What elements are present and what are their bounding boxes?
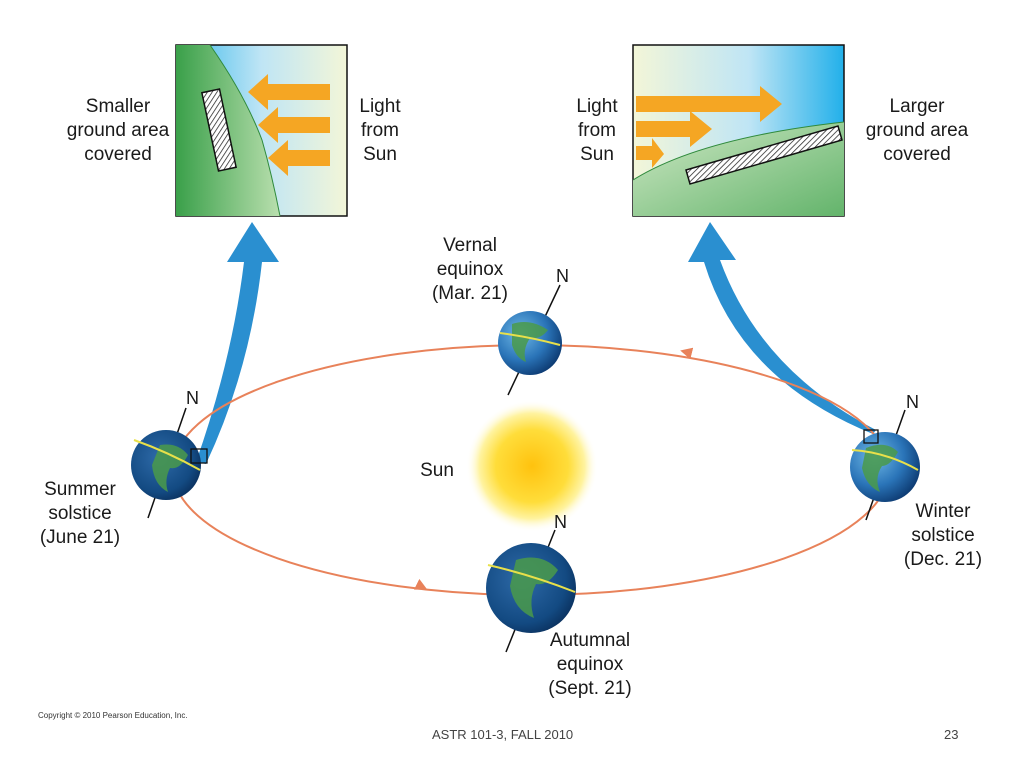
light-from-sun-label-left: Light from Sun [359,96,401,165]
autumnal-equinox-label: Autumnal equinox (Sept. 21) [548,630,632,699]
page-number: 23 [944,727,959,742]
vernal-equinox-label: Vernal equinox (Mar. 21) [431,235,509,304]
sun-label: Sun [420,460,454,481]
sunlight-arrows-right [636,86,782,168]
pointer-arrow-summer [196,222,279,464]
orbit-direction-arrow-bottom [413,578,428,590]
pointer-arrow-winter [688,222,876,434]
summer-solstice-label: Summer solstice (June 21) [39,479,121,548]
north-label-summer: N [186,388,199,408]
earth-vernal [498,284,562,396]
north-label-autumnal: N [554,512,567,532]
sun [466,400,598,532]
earth-winter [850,409,920,521]
copyright-text: Copyright © 2010 Pearson Education, Inc. [38,711,188,720]
course-footer: ASTR 101-3, FALL 2010 [432,727,574,742]
winter-solstice-label: Winter solstice (Dec. 21) [903,501,983,570]
light-from-sun-label-right: Light from Sun [576,96,618,165]
small-ground-area [200,88,238,172]
smaller-ground-area-label: Smaller ground area covered [66,96,170,165]
earth-summer [131,407,208,519]
sunlight-arrows-left [248,74,330,176]
large-ground-area [685,125,843,185]
orbit-direction-arrow-top [680,347,694,360]
right-detail-panel [632,44,845,217]
north-label-winter: N [906,392,919,412]
north-label-vernal: N [556,266,569,286]
larger-ground-area-label: Larger ground area covered [865,96,969,165]
earth-autumnal [486,529,576,653]
left-detail-panel [175,44,348,217]
